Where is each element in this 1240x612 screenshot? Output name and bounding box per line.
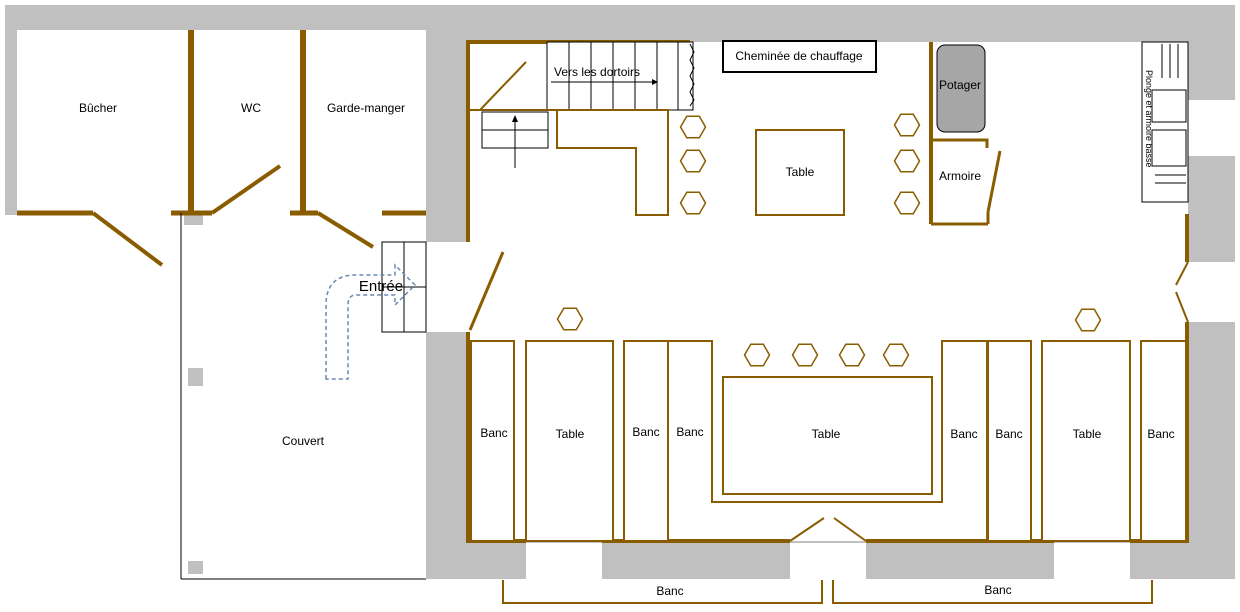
- label-garde-manger: Garde-manger: [327, 101, 405, 115]
- banc-2: [623, 340, 669, 542]
- label-vers-dortoirs: Vers les dortoirs: [554, 65, 640, 79]
- staircase: [470, 41, 695, 216]
- label-table-3: Table: [1073, 427, 1102, 441]
- label-bucher: Bûcher: [79, 101, 117, 115]
- stool-6: [893, 191, 921, 215]
- stool-11: [882, 343, 910, 367]
- stool-9: [791, 343, 819, 367]
- label-banc-3: Banc: [676, 425, 703, 439]
- label-wc: WC: [241, 101, 261, 115]
- label-banc-5: Banc: [995, 427, 1022, 441]
- table-2: [722, 376, 933, 495]
- table-1: [525, 340, 614, 542]
- entry-arrow-icon: [325, 263, 417, 380]
- outer-walls: [5, 5, 1235, 579]
- stool-8: [743, 343, 771, 367]
- west-door[interactable]: [468, 251, 505, 331]
- label-cheminee: Cheminée de chauffage: [735, 49, 863, 63]
- wc-door[interactable]: [210, 164, 282, 215]
- label-banc-outdoor-1: Banc: [656, 584, 683, 598]
- label-plonge: Plonge et armoire basse: [1144, 70, 1154, 168]
- banc-6: [1140, 340, 1187, 542]
- outdoor-benches: [502, 580, 1153, 604]
- kitchen-area: [722, 40, 1189, 226]
- label-banc-1: Banc: [480, 426, 507, 440]
- stool-12: [1074, 308, 1102, 332]
- bucher-door[interactable]: [91, 211, 164, 267]
- labels: Bûcher WC Garde-manger Couvert Entrée Ch…: [79, 49, 1175, 598]
- banc-1: [470, 340, 515, 542]
- east-door-lower[interactable]: [1175, 291, 1189, 323]
- armoire-door[interactable]: [986, 150, 1002, 213]
- label-kitchen-table: Table: [786, 165, 815, 179]
- hall-furniture: [470, 340, 1187, 542]
- kitchen-table-group: [755, 129, 845, 216]
- label-entree: Entrée: [359, 278, 403, 295]
- stool-2: [679, 149, 707, 173]
- cheminee-box: [722, 40, 877, 73]
- label-potager: Potager: [939, 78, 981, 92]
- stools: [556, 113, 1102, 367]
- table-3: [1041, 340, 1131, 542]
- outbuildings: [17, 30, 427, 580]
- stool-1: [679, 115, 707, 139]
- stool-5: [893, 149, 921, 173]
- label-table-2: Table: [812, 427, 841, 441]
- garde-manger-door[interactable]: [316, 211, 375, 249]
- stool-7: [556, 307, 584, 331]
- east-door-upper[interactable]: [1175, 261, 1189, 286]
- stool-4: [893, 113, 921, 137]
- potager-stove: [936, 44, 986, 133]
- label-couvert: Couvert: [282, 434, 325, 448]
- stool-3: [679, 191, 707, 215]
- kitchen-table: [755, 129, 845, 216]
- label-banc-4: Banc: [950, 427, 977, 441]
- label-banc-2: Banc: [632, 425, 659, 439]
- banc-5: [987, 340, 1032, 542]
- label-armoire: Armoire: [939, 169, 981, 183]
- label-table-1: Table: [556, 427, 585, 441]
- stool-10: [838, 343, 866, 367]
- label-banc-outdoor-2: Banc: [984, 583, 1011, 597]
- label-banc-6: Banc: [1147, 427, 1174, 441]
